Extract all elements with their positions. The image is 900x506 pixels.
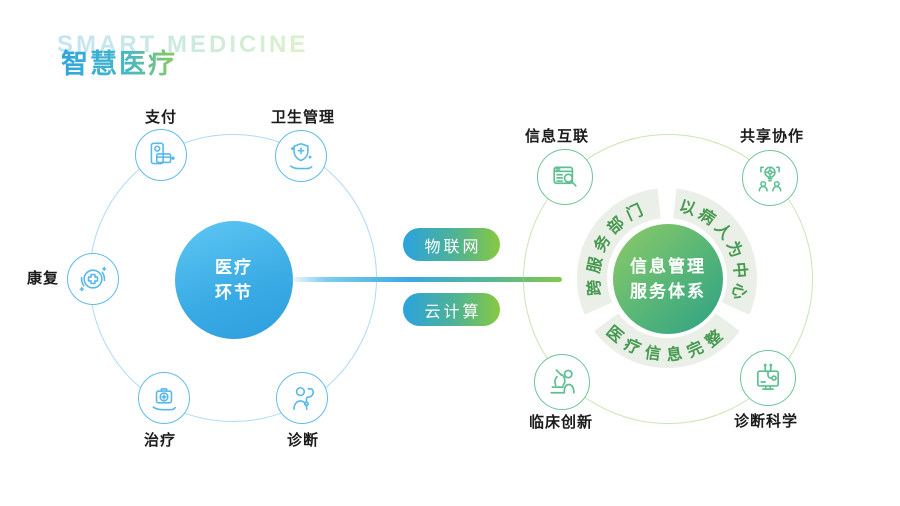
clinical-innovation-label: 临床创新 [528,414,593,431]
watermark-text: SMART MEDICINE [57,31,309,58]
info-interconnect-node [537,149,593,205]
document-search-icon [553,166,577,187]
diagnostic-science-label: 诊断科学 [733,413,798,430]
monitor-stethoscope-icon [756,363,780,390]
hygiene-management-label: 卫生管理 [270,109,335,126]
iot-pill: 物联网 [403,228,500,261]
cloud-pill-label: 云计算 [424,303,482,321]
rehabilitation-node [67,253,119,305]
right-orbit-circle [523,134,813,424]
ring-segment-bottom [594,312,740,369]
treatment-node [138,372,190,424]
diagnosis-node [276,372,328,424]
idea-team-icon [758,166,782,192]
left-center-line1: 医疗 [215,257,253,277]
diagnostic-science-node [740,350,796,406]
first-aid-kit-icon [152,388,177,411]
left-center-circle: 医疗 环节 [175,221,293,339]
hygiene-management-node [275,130,327,182]
left-center-line2: 环节 [215,283,253,302]
iot-pill-label: 物联网 [424,238,482,256]
collaboration-label: 共享协作 [739,128,804,145]
ring-segment-top-right [672,188,757,315]
doctor-stethoscope-icon [293,386,314,410]
info-interconnect-label: 信息互联 [524,128,589,145]
ring-segment-top-left [577,188,662,315]
page-title: 智慧医疗 [61,42,177,81]
payment-node [135,129,187,181]
collaboration-node [742,150,798,206]
right-center-line2: 服务体系 [630,282,706,301]
right-center-circle: 信息管理 服务体系 [613,224,723,334]
microscope-research-icon [550,369,575,394]
payment-label: 支付 [144,109,177,126]
payment-card-icon [150,142,175,165]
cloud-pill: 云计算 [403,293,500,326]
connector-line [287,277,562,282]
shield-hand-icon [290,142,313,170]
clinical-innovation-node [534,354,590,410]
diagnosis-label: 诊断 [286,432,319,449]
recovery-cross-icon [79,266,107,292]
rehabilitation-label: 康复 [26,270,59,287]
right-center-line1: 信息管理 [630,256,706,276]
treatment-label: 治疗 [143,432,176,449]
